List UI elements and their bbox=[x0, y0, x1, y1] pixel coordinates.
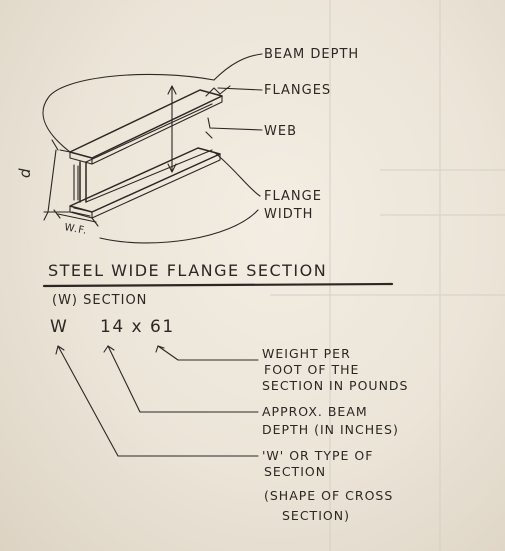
label-beam-depth: BEAM DEPTH bbox=[264, 47, 359, 62]
section-title: STEEL WIDE FLANGE SECTION bbox=[48, 261, 327, 280]
i-beam-drawing bbox=[69, 89, 223, 219]
depth-line-2: DEPTH (IN INCHES) bbox=[262, 422, 399, 437]
designation-type: W bbox=[50, 317, 68, 337]
label-flange: FLANGE bbox=[264, 189, 322, 204]
title-underline bbox=[42, 282, 394, 288]
depth-dimension bbox=[43, 139, 71, 221]
depth-line-1: APPROX. BEAM bbox=[262, 404, 368, 419]
type-line-3: (SHAPE OF CROSS bbox=[264, 488, 393, 503]
dim-wf-label: W.F. bbox=[63, 222, 88, 237]
weight-line-1: WEIGHT PER bbox=[262, 346, 351, 361]
type-line-2: SECTION bbox=[264, 464, 326, 479]
weight-line-3: SECTION IN POUNDS bbox=[262, 378, 409, 393]
annotation-arrows bbox=[55, 345, 259, 457]
type-line-4: SECTION) bbox=[282, 508, 350, 523]
type-line-1: 'W' OR TYPE OF bbox=[262, 448, 373, 463]
label-web: WEB bbox=[264, 124, 297, 139]
label-width: WIDTH bbox=[264, 207, 313, 222]
dim-d-label: d bbox=[16, 167, 34, 178]
leader-lines bbox=[205, 53, 263, 197]
section-arc bbox=[42, 73, 215, 153]
designation-size: 14 x 61 bbox=[100, 317, 175, 337]
section-subtitle: (W) SECTION bbox=[52, 293, 147, 308]
weight-line-2: FOOT OF THE bbox=[264, 362, 359, 377]
flange-width-dimension bbox=[53, 209, 99, 227]
paper-grid bbox=[270, 0, 505, 551]
label-flanges: FLANGES bbox=[264, 83, 331, 98]
